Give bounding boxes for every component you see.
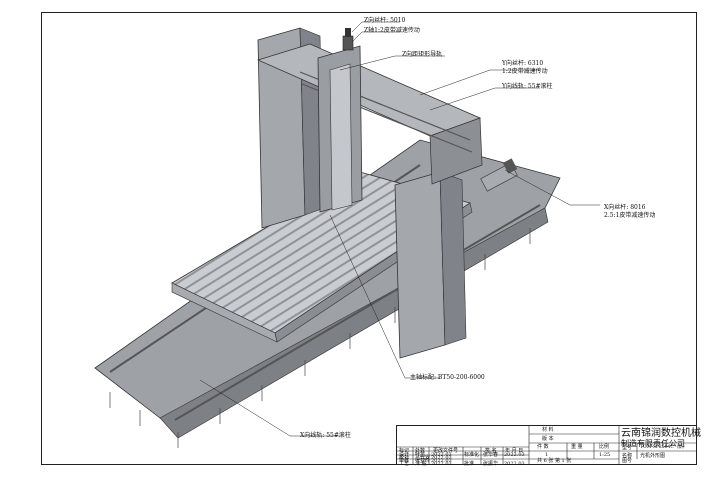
row-role: 设计 — [399, 452, 410, 458]
material-label: 材 料 — [542, 427, 554, 433]
qty-value: 1 — [545, 452, 549, 458]
row-who: 张亚玲 — [415, 458, 431, 464]
header-col-count: 处数 — [415, 448, 426, 454]
x-rail-note: X向线轨: 55#滚柱 — [300, 432, 351, 439]
row-who2: 张振华 — [483, 461, 499, 467]
sheets-text: 共 6 张 第 1 张 — [537, 458, 572, 464]
row-role2: 标准化 — [464, 452, 480, 458]
row-who2: 张华春 — [483, 452, 499, 458]
y-drive-note: 1:2皮带减速传动 — [502, 68, 548, 75]
title-block-grid — [397, 426, 696, 464]
z-drive-note: Z轴1:2皮带减速传动 — [364, 27, 420, 34]
row-role: 校对 — [399, 455, 410, 461]
z-rail-note: Z向距矩形导轨 — [402, 51, 443, 58]
qty-label: 件 数 — [537, 444, 549, 450]
scale-label: 比例 — [599, 444, 610, 450]
header-col-mark: 标记 — [399, 448, 410, 454]
row-who: 沐 毅 — [415, 461, 427, 467]
company-name-line1: 云南锦润数控机械 — [621, 428, 701, 439]
header-col-change-doc: 更改文件号 — [433, 448, 459, 454]
row-role: 审核 — [399, 458, 410, 464]
y-screw-note: Y向丝杆: 6310 — [502, 60, 544, 67]
model-label: 型号 — [622, 445, 633, 451]
row-role: 工艺 — [399, 461, 410, 467]
title-block: 材 料 版 本 云南锦润数控机械 制造有限责任公司 件 数 重 量 比例 型号 … — [396, 425, 701, 467]
row-who: 吕代安 — [415, 455, 431, 461]
header-col-sign: 签 名 — [485, 448, 497, 454]
spindle-note: 主轴标配: BT50-200-6000 — [410, 374, 485, 381]
scale-value: 1:25 — [599, 452, 611, 458]
name-value: 光机外形图 — [640, 453, 666, 459]
header-col-date: 年 月 日 — [505, 448, 524, 454]
z-screw-note: Z向丝杆: 5010 — [364, 17, 406, 24]
row-date: 2022.03 — [431, 455, 452, 461]
weight-label: 重 量 — [571, 444, 583, 450]
drawing-no-label: 图号 — [622, 458, 633, 464]
row-date2: 2022.03 — [504, 461, 525, 467]
x-drive-note: 2.5:1皮带减速传动 — [604, 212, 656, 219]
x-screw-note: X向丝杆: 8016 — [604, 204, 646, 211]
row-date: 2022.03 — [431, 461, 452, 467]
row-role2: 批准 — [464, 461, 475, 467]
row-date: 2022.03 — [431, 458, 452, 464]
company-name-line2: 制造有限责任公司 — [621, 439, 685, 448]
row-date2: 2022.03 — [504, 452, 525, 458]
name-label: 名称 — [622, 453, 633, 459]
drawing-border — [41, 12, 697, 465]
y-rail-note: Y向线轨: 55#滚柱 — [502, 83, 553, 90]
row-date: 2022.03 — [431, 452, 452, 458]
version-label: 版 本 — [542, 436, 554, 442]
model-value: TOM-SP2504C（新） — [640, 445, 688, 450]
row-who: 叶苗 — [415, 452, 426, 458]
